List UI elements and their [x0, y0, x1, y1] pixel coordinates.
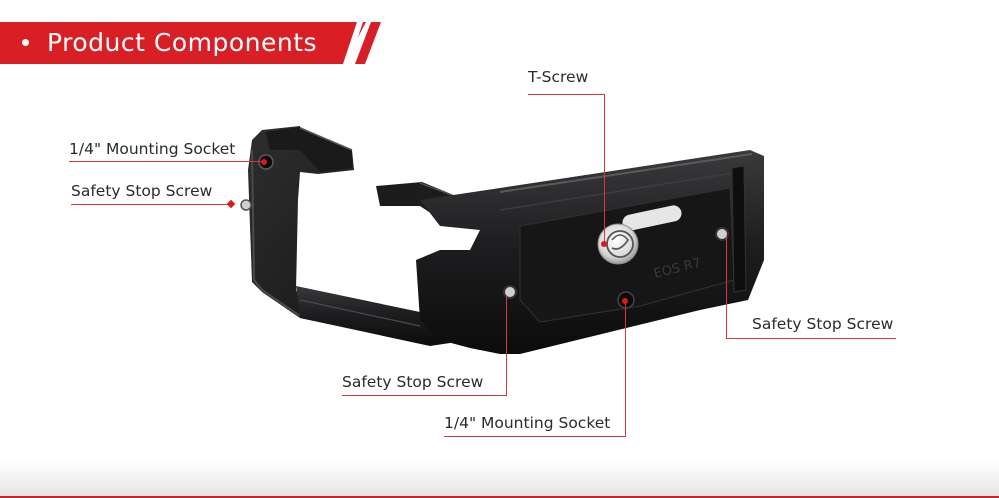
- leader-line-safety-stop-screw-right-horizontal: [726, 338, 896, 339]
- leader-line-safety-stop-screw-bottom-horizontal: [342, 395, 507, 396]
- callout-label-mounting-socket-side: 1/4" Mounting Socket: [69, 140, 236, 158]
- callout-label-safety-stop-screw-right: Safety Stop Screw: [752, 315, 894, 333]
- header-banner: [0, 22, 366, 64]
- leader-line-t-screw-vertical: [604, 94, 605, 244]
- section-title-text: Product Components: [47, 28, 318, 57]
- callout-label-safety-stop-screw-bottom: Safety Stop Screw: [342, 373, 484, 391]
- leader-line-mounting-socket-bottom-vertical: [625, 302, 626, 437]
- leader-line-t-screw-horizontal: [528, 94, 605, 95]
- footer-accent-line: [0, 496, 999, 498]
- bullet-dot-icon: [22, 38, 29, 46]
- callout-label-t-screw: T-Screw: [528, 68, 589, 86]
- marker-t-screw: [601, 241, 607, 247]
- leader-line-safety-stop-screw-side: [71, 204, 231, 205]
- leader-line-mounting-socket-bottom-horizontal: [444, 436, 626, 437]
- marker-mounting-socket-bottom: [622, 298, 628, 304]
- callout-label-mounting-socket-bottom: 1/4" Mounting Socket: [444, 414, 611, 432]
- callout-label-safety-stop-screw-side: Safety Stop Screw: [71, 182, 213, 200]
- marker-mounting-socket-side: [261, 159, 267, 165]
- footer-gradient: [0, 460, 999, 498]
- leader-line-mounting-socket-side: [69, 161, 264, 162]
- section-title: Product Components: [22, 22, 317, 64]
- leader-line-safety-stop-screw-right-vertical: [726, 237, 727, 339]
- leader-line-safety-stop-screw-bottom-vertical: [506, 296, 507, 396]
